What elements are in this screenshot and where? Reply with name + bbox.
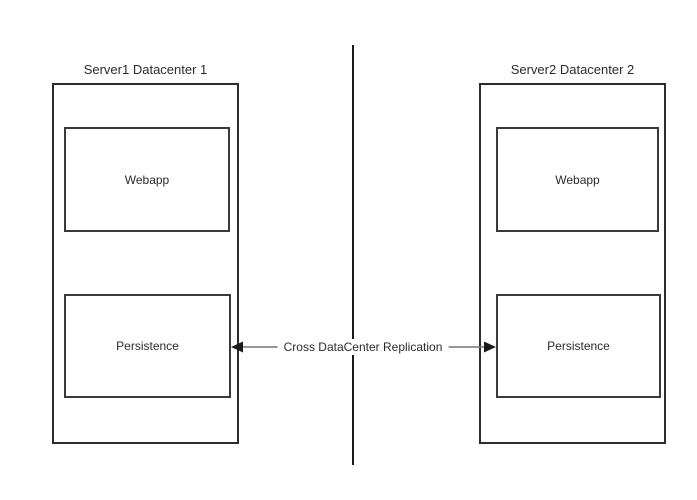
- server2-webapp-node: Webapp: [496, 127, 659, 232]
- server1-webapp-node: Webapp: [64, 127, 230, 232]
- server2-persistence-node: Persistence: [496, 294, 661, 398]
- datacenter-divider-line: [352, 45, 354, 465]
- datacenter-1-title: Server1 Datacenter 1: [83, 62, 208, 77]
- server2-persistence-label: Persistence: [547, 339, 610, 353]
- server2-webapp-label: Webapp: [555, 172, 600, 187]
- server1-persistence-label: Persistence: [116, 339, 179, 353]
- server1-webapp-label: Webapp: [124, 172, 170, 187]
- server1-persistence-node: Persistence: [64, 294, 231, 398]
- replication-arrow-label: Cross DataCenter Replication: [277, 339, 449, 355]
- datacenter-2-title: Server2 Datacenter 2: [510, 62, 635, 77]
